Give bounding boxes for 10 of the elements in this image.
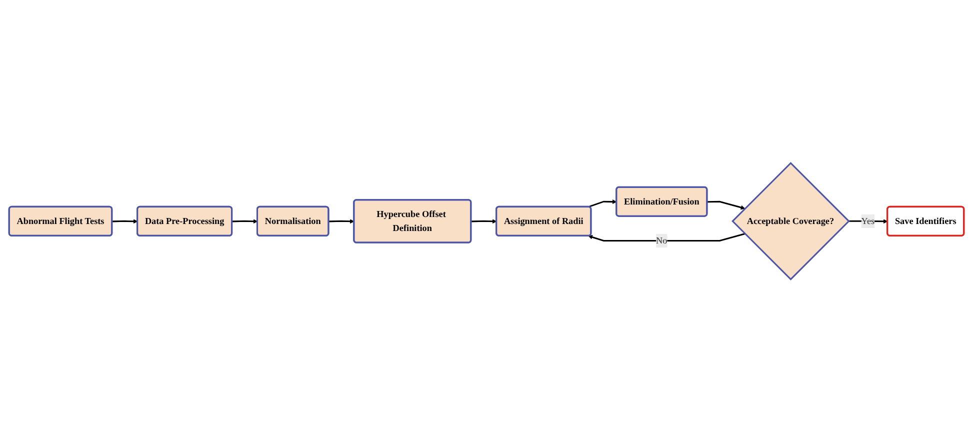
node-diamond: Acceptable Coverage? — [732, 162, 850, 280]
arrow — [707, 200, 746, 210]
arrow — [471, 218, 497, 224]
arrow — [328, 218, 354, 224]
edge-label: No — [656, 235, 668, 246]
arrow — [588, 232, 746, 242]
arrow — [232, 218, 258, 224]
arrow — [112, 218, 138, 224]
arrow — [588, 199, 617, 208]
edge-label: Yes — [861, 216, 875, 226]
